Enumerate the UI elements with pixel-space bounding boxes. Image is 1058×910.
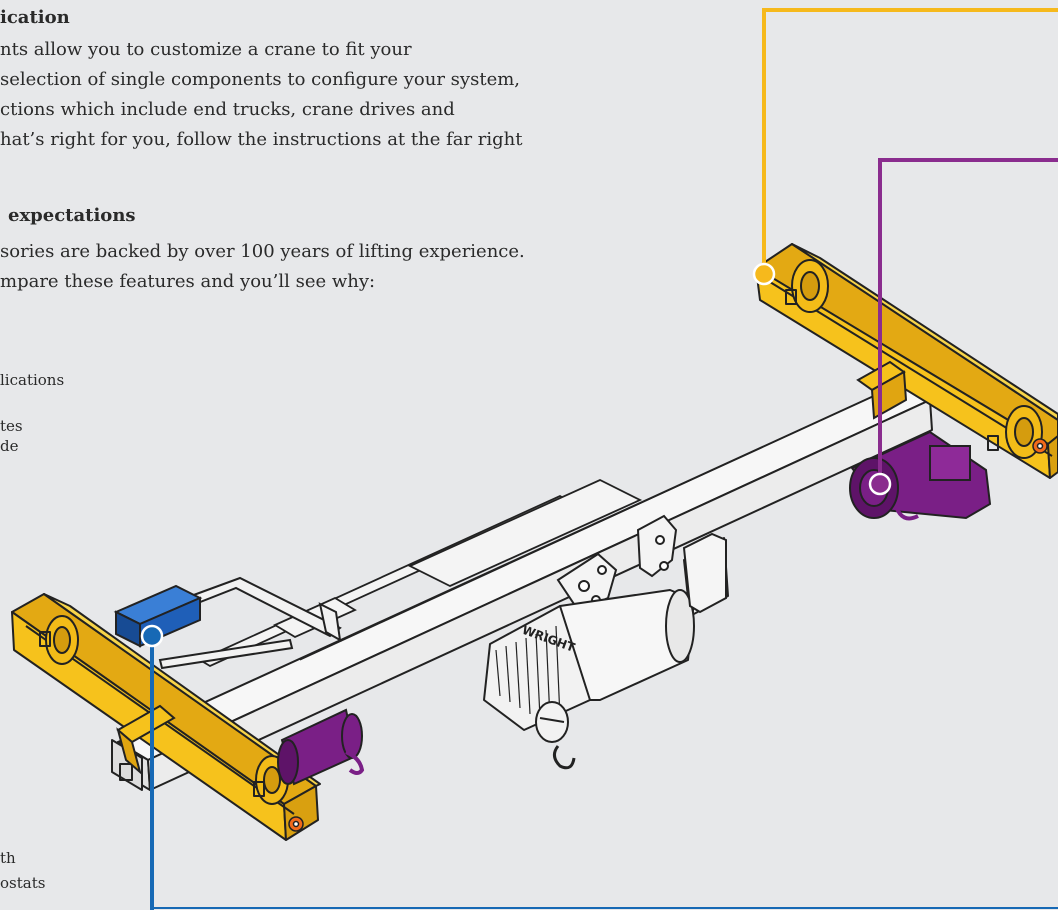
- drive-motor-left: [277, 708, 365, 786]
- end-connection-left: [116, 704, 176, 775]
- expectations-line-2: mpare these features and you’ll see why:: [0, 271, 376, 292]
- intro-line-2: selection of single components to config…: [0, 69, 521, 90]
- feature-fragment-1: lications: [0, 371, 65, 389]
- trolley-plates: [556, 514, 678, 612]
- section-heading-application: ication: [0, 7, 70, 28]
- bumper-bolt: [1032, 438, 1048, 454]
- hoist-junction-box: [682, 532, 727, 614]
- callout-end-trucks: [752, 8, 1058, 286]
- conductor-rail: [198, 479, 643, 668]
- feature-fragment-2: tes: [0, 417, 23, 435]
- main-girder: [111, 383, 933, 791]
- intro-line-3: ctions which include end trucks, crane d…: [0, 99, 455, 120]
- section-heading-expectations: expectations: [8, 205, 136, 226]
- expectations-line-1: sories are backed by over 100 years of l…: [0, 241, 525, 262]
- feature-fragment-5: ostats: [0, 874, 46, 892]
- intro-line-4: hat’s right for you, follow the instruct…: [0, 129, 523, 150]
- bumper-bolt: [288, 816, 304, 832]
- intro-line-1: nts allow you to customize a crane to fi…: [0, 39, 412, 60]
- feature-fragment-4: th: [0, 849, 16, 867]
- callout-crane-drives: [868, 158, 1058, 496]
- feature-fragment-3: de: [0, 437, 19, 455]
- callout-control: [140, 624, 1058, 910]
- drive-motor-right: [849, 430, 992, 521]
